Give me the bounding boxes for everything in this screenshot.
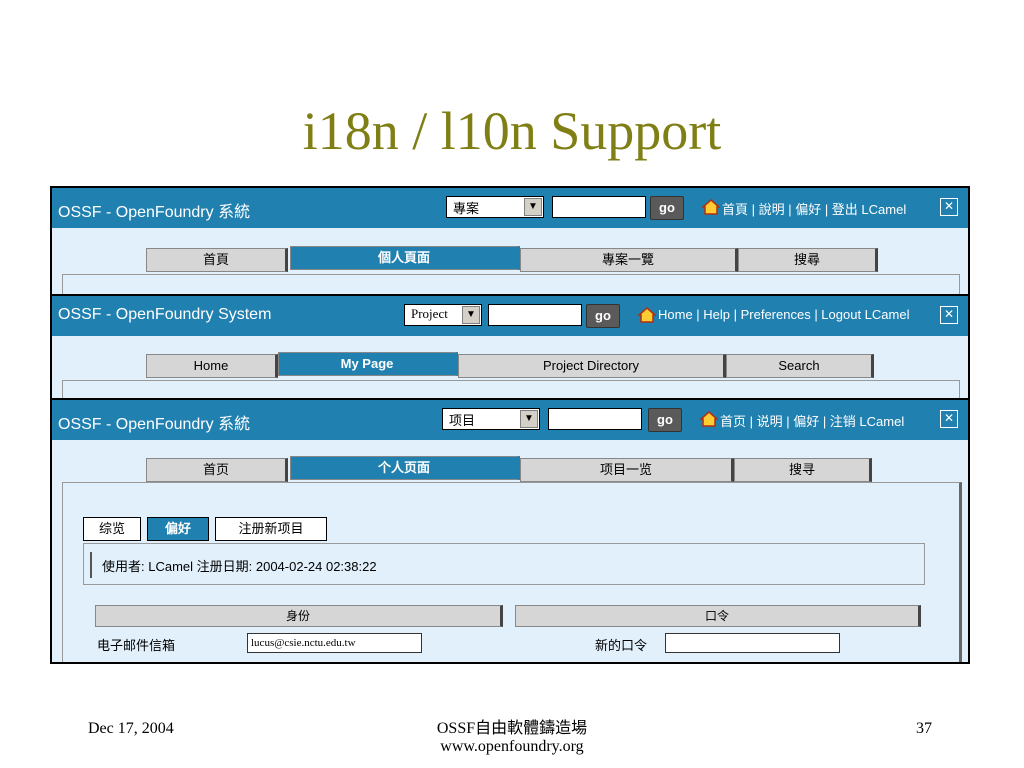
tab-home[interactable]: Home [146,354,278,378]
home-icon[interactable] [702,199,720,215]
header-links[interactable]: 首页 | 说明 | 偏好 | 注销 LCamel [720,414,905,429]
home-icon[interactable] [638,307,656,323]
home-icon[interactable] [700,411,718,427]
user-info-box: 使用者: LCamel 注册日期: 2004-02-24 02:38:22 [83,543,925,585]
tab-project-directory[interactable]: Project Directory [458,354,726,378]
header-bar: OSSF - OpenFoundry 系統 專案 ▼ go 首頁 | 說明 | … [52,188,968,228]
tab-my-page[interactable]: 個人頁面 [290,246,520,270]
app-title: OSSF - OpenFoundry System [58,306,272,323]
chevron-down-icon: ▼ [462,306,480,324]
tab-my-page[interactable]: My Page [278,352,458,376]
tab-search[interactable]: 搜寻 [734,458,872,482]
content-frame [62,380,960,400]
category-select[interactable]: Project ▼ [404,304,482,326]
subtab-overview[interactable]: 综览 [83,517,141,541]
app-title: OSSF - OpenFoundry 系統 [58,204,251,221]
subtab-preferences[interactable]: 偏好 [147,517,209,541]
divider [90,552,92,578]
header-links[interactable]: Home | Help | Preferences | Logout LCame… [658,307,910,322]
panel-english: OSSF - OpenFoundry System Project ▼ go H… [52,294,968,400]
page-number: 37 [916,720,932,737]
tab-my-page[interactable]: 个人页面 [290,456,520,480]
user-info-text: 使用者: LCamel 注册日期: 2004-02-24 02:38:22 [102,559,377,574]
chevron-down-icon: ▼ [520,410,538,428]
search-input[interactable] [548,408,642,430]
footer-org-name: OSSF自由軟體鑄造場 [436,720,588,737]
app-title: OSSF - OpenFoundry 系統 [58,416,251,433]
category-select-value: Project [411,306,448,321]
panel-simplified-chinese: OSSF - OpenFoundry 系統 项目 ▼ go 首页 | 说明 | … [52,398,968,662]
category-select[interactable]: 项目 ▼ [442,408,540,430]
email-label: 电子邮件信箱 [97,638,176,653]
footer-center: OSSF自由軟體鑄造場 www.openfoundry.org [312,714,712,756]
tab-search[interactable]: Search [726,354,874,378]
chevron-down-icon: ▼ [524,198,542,216]
tab-project-directory[interactable]: 项目一览 [520,458,734,482]
tab-home[interactable]: 首頁 [146,248,288,272]
subtab-register-project[interactable]: 注册新项目 [215,517,327,541]
footer-url: www.openfoundry.org [440,738,584,755]
category-select-value: 專案 [453,201,480,216]
header-bar: OSSF - OpenFoundry 系統 项目 ▼ go 首页 | 说明 | … [52,400,968,440]
identity-column-header: 身份 [95,605,503,627]
header-bar: OSSF - OpenFoundry System Project ▼ go H… [52,296,968,336]
new-password-field[interactable] [665,633,840,653]
go-button[interactable]: go [586,304,620,328]
category-select[interactable]: 專案 ▼ [446,196,544,218]
search-input[interactable] [488,304,582,326]
go-button[interactable]: go [650,196,684,220]
panel-traditional-chinese: OSSF - OpenFoundry 系統 專案 ▼ go 首頁 | 說明 | … [52,188,968,294]
close-icon[interactable]: ✕ [940,198,958,216]
content-frame: 综览 偏好 注册新项目 使用者: LCamel 注册日期: 2004-02-24… [62,482,962,662]
slide-title: i18n / l10n Support [302,101,722,161]
go-button[interactable]: go [648,408,682,432]
content-frame [62,274,960,294]
tab-home[interactable]: 首页 [146,458,288,482]
close-icon[interactable]: ✕ [940,306,958,324]
tab-project-directory[interactable]: 專案一覽 [520,248,738,272]
header-links[interactable]: 首頁 | 說明 | 偏好 | 登出 LCamel [722,202,907,217]
close-icon[interactable]: ✕ [940,410,958,428]
footer-date: Dec 17, 2004 [88,720,174,737]
tab-search[interactable]: 搜尋 [738,248,878,272]
search-input[interactable] [552,196,646,218]
new-password-label: 新的口令 [595,638,648,653]
screenshot-composite: OSSF - OpenFoundry 系統 專案 ▼ go 首頁 | 說明 | … [50,186,970,664]
email-field[interactable]: lucus@csie.nctu.edu.tw [247,633,422,653]
category-select-value: 项目 [449,413,476,428]
password-column-header: 口令 [515,605,921,627]
